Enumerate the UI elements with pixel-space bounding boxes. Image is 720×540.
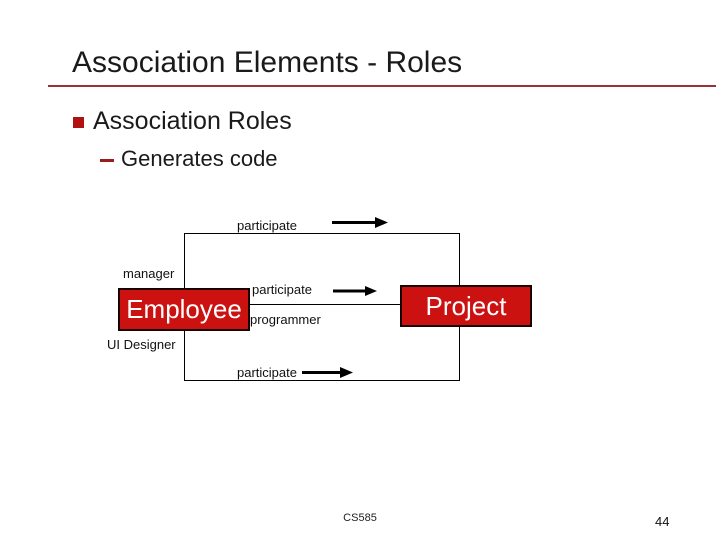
class-box-label: Employee [126,294,242,324]
bullet-level1: Association Roles [93,107,292,135]
association-label-top: participate [237,218,297,233]
title-underline [48,85,716,87]
bullet-square-icon [73,117,84,128]
role-label-ui-designer: UI Designer [107,337,176,352]
association-line-middle [250,304,400,305]
role-label-manager: manager [123,266,175,281]
role-label-programmer: programmer [250,312,321,327]
participate-arrow-icon [333,286,377,296]
dash-icon [100,159,114,162]
class-box-label: Project [425,290,507,321]
page-number: 44 [655,514,670,529]
association-label-bottom: participate [237,365,297,380]
participate-arrow-icon [302,367,353,378]
association-label-middle: participate [252,282,312,297]
participate-arrow-icon [332,217,388,228]
footer-course-label: CS585 [343,512,377,524]
page-title: Association Elements - Roles [72,46,463,79]
class-box-project: Project [400,285,532,327]
class-box-employee: Employee [118,288,250,331]
bullet-level2: Generates code [121,146,278,171]
